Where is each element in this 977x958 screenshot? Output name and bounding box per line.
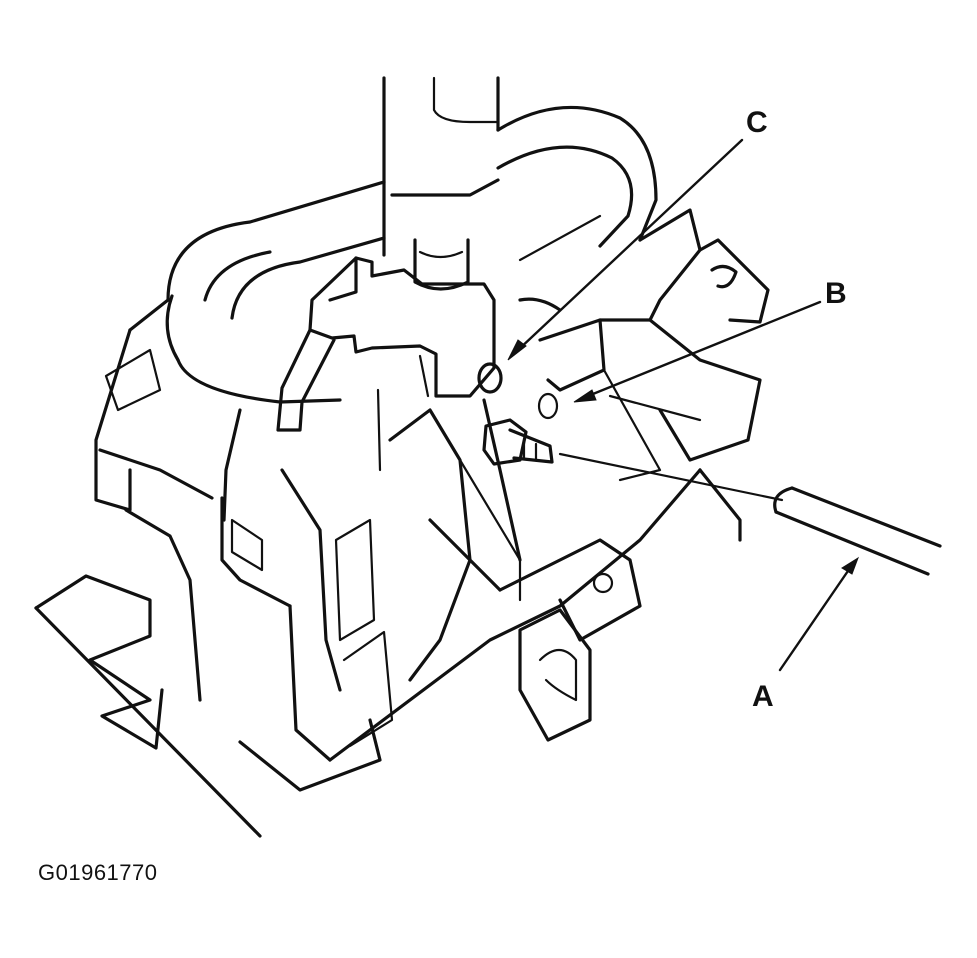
base-plate xyxy=(34,468,742,838)
lock-bracket xyxy=(276,256,503,472)
shift-lever-shaft xyxy=(382,76,500,291)
shifter-base-housing xyxy=(94,298,522,762)
callout-a-label: A xyxy=(752,680,774,713)
right-housing xyxy=(518,208,770,482)
callout-b: B xyxy=(573,277,847,403)
release-tool xyxy=(558,452,942,576)
figure-id: G01961770 xyxy=(38,860,158,885)
shift-gate-cover xyxy=(165,105,658,404)
stud-bolt xyxy=(482,418,554,466)
callout-c-label: C xyxy=(746,106,768,139)
callout-b-label: B xyxy=(825,277,847,310)
callout-a: A xyxy=(752,556,859,713)
callout-c: C xyxy=(507,106,768,361)
